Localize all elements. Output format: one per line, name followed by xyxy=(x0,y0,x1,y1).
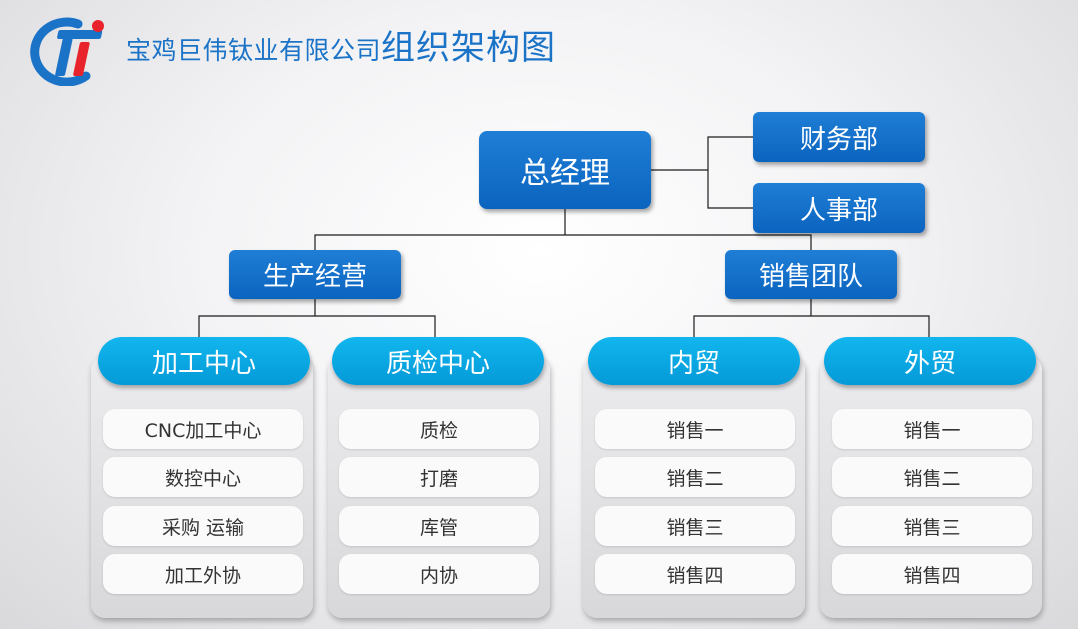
department-item: 库管 xyxy=(339,506,539,546)
hr-dept-box: 人事部 xyxy=(753,183,925,233)
department-item: 加工外协 xyxy=(103,554,303,594)
page-title: 宝鸡巨伟钛业有限公司 组织架构图 xyxy=(126,20,556,70)
finance-dept-box: 财务部 xyxy=(753,112,925,162)
department-item: 销售二 xyxy=(832,457,1032,497)
sales-team-box: 销售团队 xyxy=(725,250,897,299)
department-header: 内贸 xyxy=(588,337,800,385)
department-item: 销售二 xyxy=(595,457,795,497)
company-logo xyxy=(30,17,104,86)
department-item: 数控中心 xyxy=(103,457,303,497)
department-item: CNC加工中心 xyxy=(103,409,303,449)
department-item: 打磨 xyxy=(339,457,539,497)
department-item: 质检 xyxy=(339,409,539,449)
department-item: 销售四 xyxy=(832,554,1032,594)
department-header: 加工中心 xyxy=(98,337,310,385)
department-item: 内协 xyxy=(339,554,539,594)
production-box: 生产经营 xyxy=(229,250,401,299)
department-item: 销售一 xyxy=(595,409,795,449)
department-item: 销售一 xyxy=(832,409,1032,449)
company-name: 宝鸡巨伟钛业有限公司 xyxy=(126,36,382,65)
chart-title: 组织架构图 xyxy=(381,28,557,68)
department-header: 外贸 xyxy=(824,337,1036,385)
department-item: 销售四 xyxy=(595,554,795,594)
department-item: 采购 运输 xyxy=(103,506,303,546)
department-item: 销售三 xyxy=(595,506,795,546)
ceo-box: 总经理 xyxy=(479,131,651,209)
department-header: 质检中心 xyxy=(332,337,544,385)
department-item: 销售三 xyxy=(832,506,1032,546)
